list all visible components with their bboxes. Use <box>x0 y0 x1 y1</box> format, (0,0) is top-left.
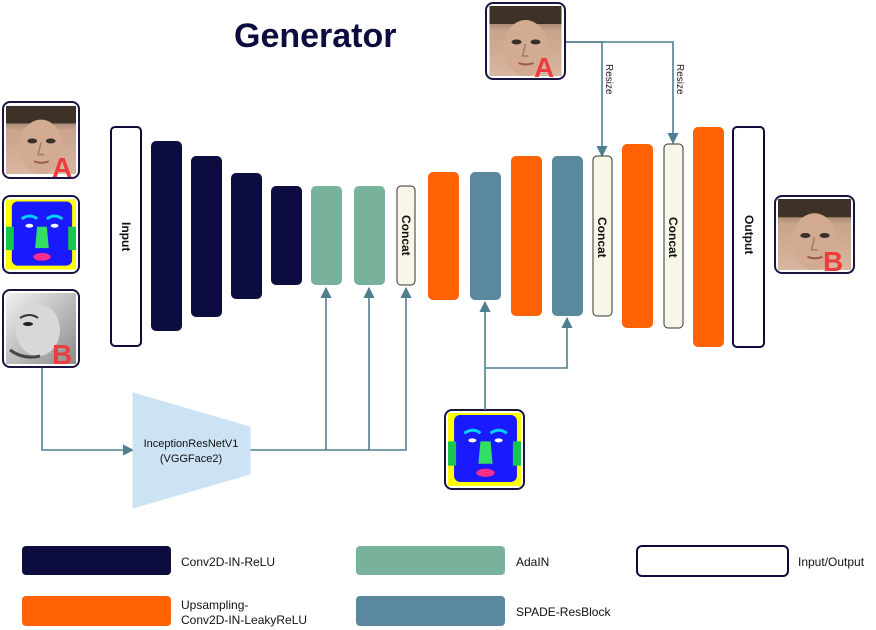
upsample-block-2 <box>511 156 542 316</box>
output-block-label: Output <box>742 215 756 254</box>
concat-block-3: Concat <box>663 143 684 329</box>
legend: Conv2D-IN-ReLU AdaIN Input/Output Upsamp… <box>22 545 865 627</box>
label-b-output: B <box>823 246 843 277</box>
top-face-a-image: A <box>485 2 566 83</box>
connections <box>41 41 679 456</box>
concat-block-1: Concat <box>396 185 416 286</box>
legend-swatch-conv <box>22 546 171 575</box>
legend-swatch-spade <box>356 596 505 626</box>
identity-face-b-image: B <box>2 289 80 370</box>
source-face-a-image: A <box>2 101 80 183</box>
conv-block-4 <box>271 186 302 285</box>
encoder-label-line2: (VGGFace2) <box>160 453 222 465</box>
conv-block-3 <box>231 173 262 299</box>
legend-label-upsample-line2: Conv2D-IN-LeakyReLU <box>181 613 307 627</box>
adain-block-2 <box>354 186 385 285</box>
resize-label-1: Resize <box>603 64 614 95</box>
legend-label-conv: Conv2D-IN-ReLU <box>181 555 275 569</box>
legend-swatch-adain <box>356 546 505 575</box>
upsample-block-1 <box>428 172 459 300</box>
concat-block-3-label: Concat <box>666 217 680 258</box>
input-block-label: Input <box>119 222 133 251</box>
spade-block-1 <box>470 172 501 300</box>
spade-block-2 <box>552 156 583 316</box>
label-b: B <box>52 339 72 370</box>
concat-block-2-label: Concat <box>595 217 609 258</box>
upsample-block-4 <box>693 127 724 347</box>
landmark-map-left-image <box>2 195 80 274</box>
input-block: Input <box>110 126 142 347</box>
concat-block-1-label: Concat <box>399 215 413 256</box>
diagram-title: Generator <box>234 17 397 55</box>
legend-label-adain: AdaIN <box>516 555 549 569</box>
encoder-label-line1: InceptionResNetV1 <box>144 438 239 450</box>
legend-swatch-upsample <box>22 596 171 626</box>
concat-block-2: Concat <box>592 155 613 317</box>
resize-label-2: Resize <box>674 64 685 95</box>
upsample-block-3 <box>622 144 653 328</box>
legend-label-upsample-line1: Upsampling- <box>181 598 248 612</box>
inception-encoder: InceptionResNetV1 (VGGFace2) <box>132 392 251 509</box>
output-block: Output <box>732 126 765 348</box>
legend-label-io: Input/Output <box>798 555 865 569</box>
label-a: A <box>52 152 72 183</box>
conv-block-2 <box>191 156 222 317</box>
legend-swatch-io <box>636 545 789 577</box>
legend-label-spade: SPADE-ResBlock <box>516 605 611 619</box>
conv-block-1 <box>151 141 182 331</box>
landmark-map-bottom-image <box>444 409 525 490</box>
output-face-b-image: B <box>774 195 855 277</box>
label-a-top: A <box>534 52 554 83</box>
adain-block-1 <box>311 186 342 285</box>
